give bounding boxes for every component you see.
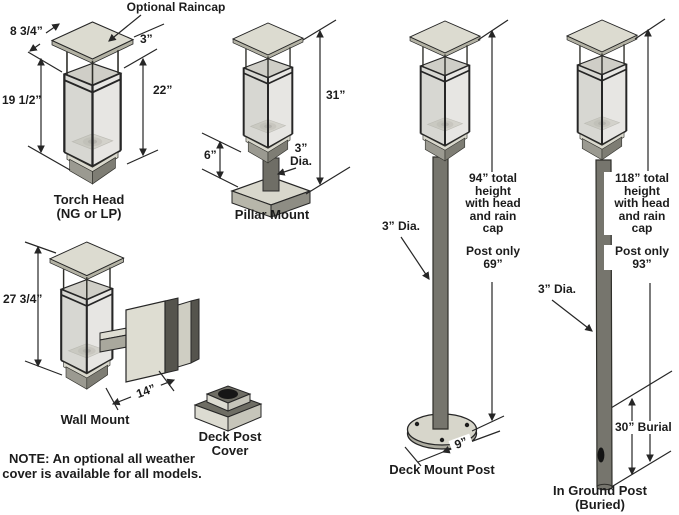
wall-bracket (99, 297, 200, 383)
note-line1: An optional all weather (49, 451, 195, 466)
pole-bottom-cap (596, 483, 613, 491)
torch-cap-width-dim: 8 3/4” (10, 24, 43, 38)
deck-post-pole (432, 156, 449, 430)
deck-mount-post-label: Deck Mount Post (389, 462, 495, 477)
wall-height-dim: 27 3/4” (3, 292, 43, 306)
weather-cover-note: NOTE: An optional all weather cover is a… (1, 451, 203, 481)
torch-head-label: Torch Head (NG or LP) (53, 192, 125, 221)
base-bolt-holes (414, 421, 470, 443)
in-ground-post-figure (551, 18, 673, 491)
deck-post-cover-label: Deck Post Cover (198, 429, 262, 458)
wall-mount-lantern (48, 240, 125, 391)
burial-depth-dim: 30” Burial (614, 420, 673, 434)
gas-inlet-hole (597, 447, 605, 463)
torch-cap-gap-dim: 3” (140, 32, 153, 46)
deck-post-total-height-dim: 94” total height with head and rain cap (454, 172, 532, 235)
deck-mount-lantern (409, 20, 481, 162)
pillar-base-height-dim: 6” (204, 148, 217, 162)
ground-line (605, 370, 673, 412)
wall-mount-figure (24, 240, 200, 411)
pillar-mount-dim-lines (201, 19, 351, 195)
wall-mount-label: Wall Mount (60, 412, 130, 427)
torch-glass-height-dim: 19 1/2” (2, 93, 42, 107)
deck-post-diameter-dim: 3” Dia. (382, 219, 421, 233)
in-ground-diameter-dim: 3” Dia. (538, 282, 577, 296)
post-bottom-line (607, 450, 672, 490)
note-line2: cover is available for all models. (2, 466, 202, 481)
pillar-diameter-dim: 3” Dia. (289, 141, 312, 168)
deck-mount-post-figure (400, 19, 509, 467)
torch-head-lantern (50, 20, 135, 186)
pillar-total-height-dim: 31” (326, 88, 346, 102)
in-ground-post-label: In Ground Post (Buried) (553, 483, 647, 512)
in-ground-lantern (566, 19, 638, 161)
note-prefix: NOTE: (9, 451, 50, 466)
torch-head-dim-lines (27, 14, 165, 171)
pillar-stem (262, 157, 280, 192)
optional-raincap-callout: Optional Raincap (126, 0, 226, 14)
pillar-base (230, 157, 312, 218)
cover-hole (218, 389, 238, 399)
deck-post-only-dim: Post only 69” (454, 245, 532, 270)
pillar-mount-figure (201, 19, 351, 218)
pillar-mount-label: Pillar Mount (234, 207, 310, 222)
in-ground-post-only-dim: Post only 93” (604, 245, 679, 270)
in-ground-total-height-dim: 118” total height with head and rain cap (604, 172, 679, 235)
torch-total-height-dim: 22” (153, 83, 173, 97)
deck-post-cover-figure (193, 385, 263, 432)
torch-head-figure (27, 14, 165, 186)
